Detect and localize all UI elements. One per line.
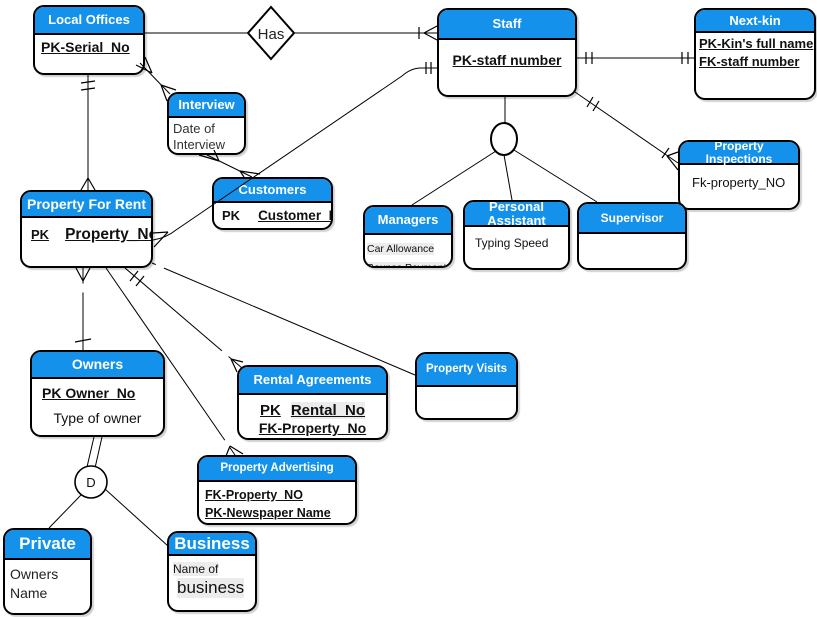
entity-title: Business bbox=[174, 533, 250, 553]
entity-header: Property Advertising bbox=[199, 457, 355, 482]
entity-title: Interview bbox=[178, 97, 235, 113]
entity-header: Rental Agreements bbox=[239, 367, 386, 395]
pk-label: PK bbox=[31, 227, 50, 242]
attribute: FK-Property_NO bbox=[205, 488, 303, 502]
attribute: PK-Kin's full name bbox=[699, 36, 814, 51]
connector-propertyforrent-owners[interactable] bbox=[74, 267, 92, 350]
entity-title: Property Advertising bbox=[220, 462, 334, 475]
entity-title: Rental Agreements bbox=[253, 372, 372, 388]
entity-title: Owners bbox=[71, 356, 124, 373]
entity-header: Property Visits bbox=[417, 354, 516, 387]
entity-title: Local Offices bbox=[48, 12, 130, 28]
entity-property-for-rent[interactable]: Property For Rent PK Property_No bbox=[20, 190, 153, 268]
entity-header: Staff bbox=[439, 10, 575, 40]
attribute: Interview bbox=[173, 136, 226, 152]
attribute: PK-Serial_No bbox=[41, 39, 130, 55]
connector-staff-nextkin[interactable] bbox=[577, 52, 694, 64]
connector-staff-propertyinspections[interactable] bbox=[574, 91, 679, 171]
attribute: Name bbox=[10, 584, 48, 601]
attribute: Name of bbox=[173, 562, 219, 576]
entity-next-kin[interactable]: Next-kin PK-Kin's full name FK-staff num… bbox=[694, 8, 816, 100]
entity-title: Private bbox=[19, 534, 76, 554]
entity-header: Customers bbox=[214, 179, 331, 203]
entity-header: Interview bbox=[169, 94, 244, 118]
has-relationship-diamond[interactable]: Has bbox=[246, 5, 296, 61]
entity-header: Owners bbox=[32, 352, 163, 379]
pk-label: PK bbox=[259, 402, 281, 419]
attribute: FK-staff number bbox=[699, 53, 800, 69]
entity-staff[interactable]: Staff PK-staff number bbox=[437, 8, 577, 97]
entity-header: Property For Rent bbox=[22, 192, 151, 218]
entity-title: Next-kin bbox=[729, 12, 781, 28]
entity-title: Property For Rent bbox=[26, 195, 146, 212]
attribute: Date of bbox=[173, 121, 215, 136]
entity-title: Managers bbox=[377, 212, 439, 228]
entity-personal-assistant[interactable]: Personal Assistant Typing Speed bbox=[463, 200, 570, 270]
attribute: PK-Newspaper Name bbox=[205, 506, 331, 521]
connector-staff-subtypes[interactable] bbox=[411, 97, 598, 206]
attribute: Bounss Payment bbox=[367, 261, 447, 266]
entity-property-advertising[interactable]: Property Advertising FK-Property_NO PK-N… bbox=[197, 455, 357, 525]
entity-header: Business bbox=[169, 533, 255, 556]
attribute: Owners bbox=[10, 566, 59, 582]
entity-header: Private bbox=[5, 530, 90, 560]
entity-header: Property Inspections bbox=[680, 142, 798, 165]
connector-propertyforrent-propertyvisits[interactable] bbox=[151, 261, 416, 376]
entity-property-visits[interactable]: Property Visits bbox=[415, 352, 518, 420]
disjoint-circle[interactable]: D bbox=[74, 465, 108, 499]
attribute: Fk-property_NO bbox=[692, 175, 786, 190]
disjoint-label: D bbox=[86, 475, 95, 490]
entity-header: Personal Assistant bbox=[465, 202, 568, 227]
entity-managers[interactable]: Managers Car Allowance Bounss Payment bbox=[363, 205, 453, 268]
has-label: Has bbox=[258, 26, 285, 43]
key-attribute: Property_No bbox=[65, 226, 153, 243]
entity-title: Staff bbox=[492, 16, 522, 32]
entity-header: Next-kin bbox=[696, 10, 814, 33]
entity-title: Property Inspections bbox=[705, 140, 773, 166]
entity-title: Property Visits bbox=[426, 363, 507, 376]
attribute: Type of owner bbox=[53, 410, 142, 426]
entity-supervisor[interactable]: Supervisor bbox=[577, 202, 687, 270]
attribute: Typing Speed bbox=[475, 236, 549, 250]
entity-private[interactable]: Private Owners Name bbox=[3, 528, 92, 615]
key-attribute: PK Owner_No bbox=[42, 385, 136, 401]
entity-title: Supervisor bbox=[600, 210, 664, 225]
entity-title: Personal Assistant bbox=[487, 200, 546, 228]
entity-interview[interactable]: Interview Date of Interview bbox=[167, 92, 246, 155]
entity-header: Supervisor bbox=[579, 204, 685, 234]
attribute: FK-Property_No bbox=[258, 420, 367, 436]
entity-property-inspections[interactable]: Property Inspections Fk-property_NO bbox=[678, 140, 800, 210]
specialization-circle[interactable] bbox=[490, 122, 518, 156]
entity-business[interactable]: Business Name of business bbox=[167, 531, 257, 612]
entity-local-offices[interactable]: Local Offices PK-Serial_No bbox=[33, 5, 145, 75]
attribute: Car Allowance bbox=[367, 243, 435, 255]
entity-header: Managers bbox=[365, 207, 451, 235]
pk-label: PK bbox=[222, 208, 241, 223]
key-attribute: Rental_No bbox=[290, 402, 366, 419]
attribute: PK-staff number bbox=[452, 52, 562, 68]
connector-localoffices-has-staff[interactable] bbox=[145, 25, 438, 41]
entity-title: Customers bbox=[238, 182, 307, 198]
connector-localoffices-propertyforrent[interactable] bbox=[80, 75, 96, 191]
entity-owners[interactable]: Owners PK Owner_No Type of owner bbox=[30, 350, 165, 437]
key-attribute: Customer_No bbox=[258, 208, 331, 223]
entity-customers[interactable]: Customers PK Customer_No bbox=[212, 177, 333, 230]
attribute: business bbox=[177, 578, 245, 598]
entity-rental-agreements[interactable]: Rental Agreements PK Rental_No FK-Propert… bbox=[237, 365, 388, 440]
entity-header: Local Offices bbox=[35, 7, 143, 35]
